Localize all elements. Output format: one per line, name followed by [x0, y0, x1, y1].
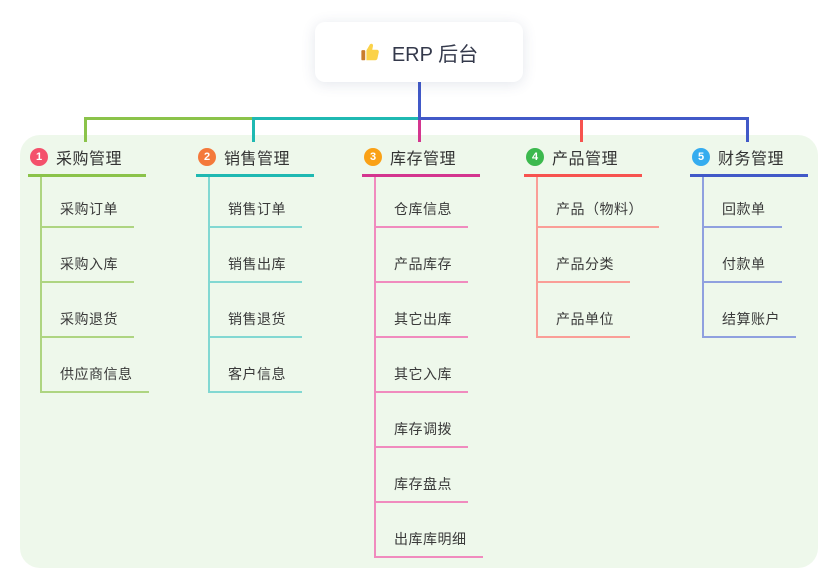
node-sales-outbound[interactable]: 销售出库 — [210, 228, 302, 283]
branch-finance-children: 回款单 付款单 结算账户 — [702, 177, 796, 338]
node-receipt-bill[interactable]: 回款单 — [704, 177, 782, 228]
branch-sales-header[interactable]: 2 销售管理 — [196, 140, 314, 177]
root-node-label: ERP 后台 — [391, 43, 479, 66]
thumbs-up-icon — [360, 41, 382, 63]
branch-purchase-label: 采购管理 — [56, 151, 123, 168]
root-node-erp-backend[interactable]: ERP 后台 — [315, 22, 523, 82]
node-customer-info[interactable]: 客户信息 — [210, 338, 302, 393]
branch-purchase-children: 采购订单 采购入库 采购退货 供应商信息 — [40, 177, 149, 393]
badge-3-icon: 3 — [364, 148, 382, 166]
node-other-outbound[interactable]: 其它出库 — [376, 283, 468, 338]
badge-1-icon: 1 — [30, 148, 48, 166]
branch-sales: 2 销售管理 销售订单 销售出库 销售退货 客户信息 — [196, 140, 314, 393]
node-payment-bill[interactable]: 付款单 — [704, 228, 782, 283]
node-settlement-account[interactable]: 结算账户 — [704, 283, 796, 338]
connector-drop-inventory — [418, 120, 421, 142]
connector-h-sales — [252, 117, 420, 120]
connector-drop-product — [580, 117, 583, 142]
badge-4-icon: 4 — [526, 148, 544, 166]
node-supplier-info[interactable]: 供应商信息 — [42, 338, 149, 393]
node-product-category[interactable]: 产品分类 — [538, 228, 630, 283]
branch-sales-children: 销售订单 销售出库 销售退货 客户信息 — [208, 177, 302, 393]
branch-purchase: 1 采购管理 采购订单 采购入库 采购退货 供应商信息 — [28, 140, 149, 393]
node-other-inbound[interactable]: 其它入库 — [376, 338, 468, 393]
node-stock-transfer[interactable]: 库存调拨 — [376, 393, 468, 448]
branch-product-children: 产品（物料） 产品分类 产品单位 — [536, 177, 659, 338]
branch-inventory-children: 仓库信息 产品库存 其它出库 其它入库 库存调拨 库存盘点 出库库明细 — [374, 177, 483, 558]
node-product-stock[interactable]: 产品库存 — [376, 228, 468, 283]
badge-5-icon: 5 — [692, 148, 710, 166]
branch-inventory-label: 库存管理 — [390, 151, 457, 168]
branch-product: 4 产品管理 产品（物料） 产品分类 产品单位 — [524, 140, 659, 338]
node-purchase-order[interactable]: 采购订单 — [42, 177, 134, 228]
connector-root-vertical — [418, 82, 421, 120]
branch-product-label: 产品管理 — [552, 151, 619, 168]
node-stock-taking[interactable]: 库存盘点 — [376, 448, 468, 503]
node-sales-return[interactable]: 销售退货 — [210, 283, 302, 338]
branch-finance-header[interactable]: 5 财务管理 — [690, 140, 808, 177]
connector-drop-finance — [746, 117, 749, 142]
branch-inventory: 3 库存管理 仓库信息 产品库存 其它出库 其它入库 库存调拨 库存盘点 出库库… — [362, 140, 483, 558]
branch-finance-label: 财务管理 — [718, 151, 785, 168]
node-sales-order[interactable]: 销售订单 — [210, 177, 302, 228]
node-product-material[interactable]: 产品（物料） — [538, 177, 659, 228]
branch-sales-label: 销售管理 — [224, 151, 291, 168]
node-product-unit[interactable]: 产品单位 — [538, 283, 630, 338]
connector-h-finance — [418, 117, 749, 120]
branch-inventory-header[interactable]: 3 库存管理 — [362, 140, 480, 177]
branch-purchase-header[interactable]: 1 采购管理 — [28, 140, 146, 177]
node-inout-detail[interactable]: 出库库明细 — [376, 503, 483, 558]
node-warehouse-info[interactable]: 仓库信息 — [376, 177, 468, 228]
branches-background-panel — [20, 135, 818, 568]
connector-h-purchase — [84, 117, 254, 120]
connector-drop-purchase — [84, 117, 87, 142]
branch-product-header[interactable]: 4 产品管理 — [524, 140, 642, 177]
node-purchase-inbound[interactable]: 采购入库 — [42, 228, 134, 283]
connector-drop-sales — [252, 117, 255, 142]
badge-2-icon: 2 — [198, 148, 216, 166]
node-purchase-return[interactable]: 采购退货 — [42, 283, 134, 338]
branch-finance: 5 财务管理 回款单 付款单 结算账户 — [690, 140, 808, 338]
